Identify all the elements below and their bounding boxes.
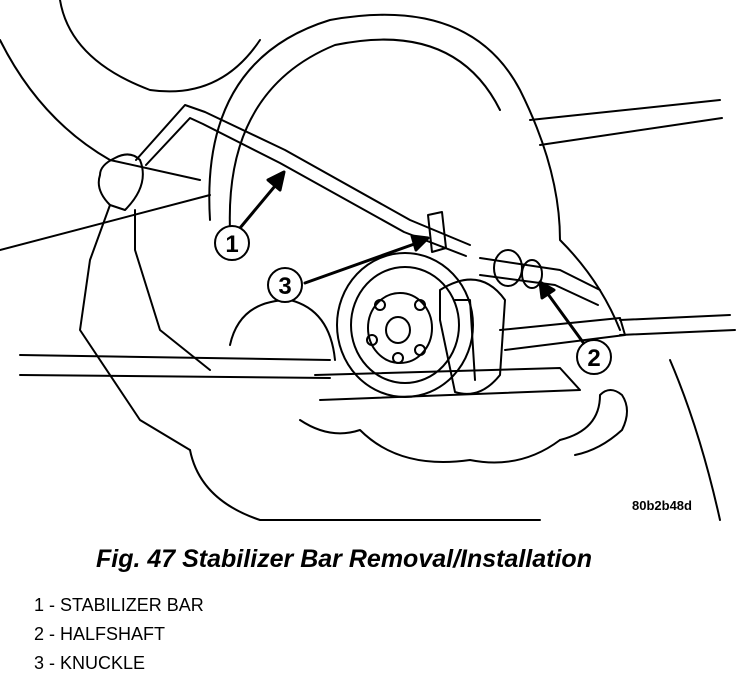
lower-control-arm <box>314 317 626 401</box>
stabilizer-link <box>427 211 447 253</box>
halfshaft <box>479 249 601 306</box>
vehicle-body-outline <box>0 0 736 521</box>
callout-1-leader <box>238 178 282 230</box>
callout-2-label: 2 <box>587 345 600 372</box>
callout-3-arrowhead <box>410 234 430 252</box>
callout-2-leader <box>543 288 587 347</box>
wheel-well-arch <box>208 13 621 331</box>
figure-caption: Fig. 47 Stabilizer Bar Removal/Installat… <box>96 545 592 573</box>
callout-2-arrowhead <box>538 280 556 300</box>
technician-right-hand <box>559 389 628 456</box>
technician-left-arm <box>79 153 211 451</box>
callout-1: 1 <box>214 225 250 261</box>
legend-item: 3 - KNUCKLE <box>34 653 146 673</box>
figure-id-code: 80b2b48d <box>632 498 692 513</box>
wheel-well-inner <box>228 38 501 231</box>
stabilizer-bar <box>135 104 471 257</box>
callout-3-leader <box>303 240 422 285</box>
technician-body <box>189 299 561 521</box>
legend-item: 2 - HALFSHAFT <box>34 624 166 644</box>
callout-1-arrowhead <box>266 170 286 192</box>
legend-item: 1 - STABILIZER BAR <box>34 595 204 615</box>
callout-1-label: 1 <box>225 231 238 258</box>
callout-2: 2 <box>576 339 612 375</box>
figure-legend: 1 - STABILIZER BAR 2 - HALFSHAFT 3 - KNU… <box>34 594 204 681</box>
callout-3-label: 3 <box>278 273 291 300</box>
stabilizer-bar-illustration: 1 3 2 <box>0 0 736 521</box>
callout-3: 3 <box>267 267 303 303</box>
brake-rotor <box>336 252 474 398</box>
